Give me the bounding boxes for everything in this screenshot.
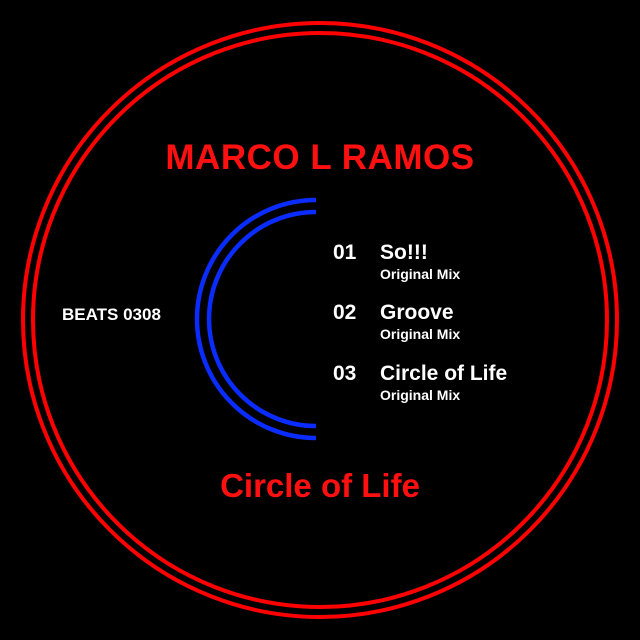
track-mix: Original Mix [380,326,461,342]
track-title: So!!! [380,241,428,264]
track-mix: Original Mix [380,266,461,282]
inner-blue-arc [206,209,317,429]
track-number: 03 [333,362,357,385]
inner-red-ring [31,31,609,609]
outer-red-ring [21,21,619,619]
artist-name: MARCO L RAMOS [165,138,475,177]
track-number: 02 [333,301,357,324]
catalog-number: BEATS 0308 [62,305,161,324]
track-title: Groove [380,301,454,324]
track-title: Circle of Life [380,362,508,385]
track-number: 01 [333,241,357,264]
track-mix: Original Mix [380,387,461,403]
outer-blue-arc [194,197,317,441]
release-title: Circle of Life [220,467,420,504]
